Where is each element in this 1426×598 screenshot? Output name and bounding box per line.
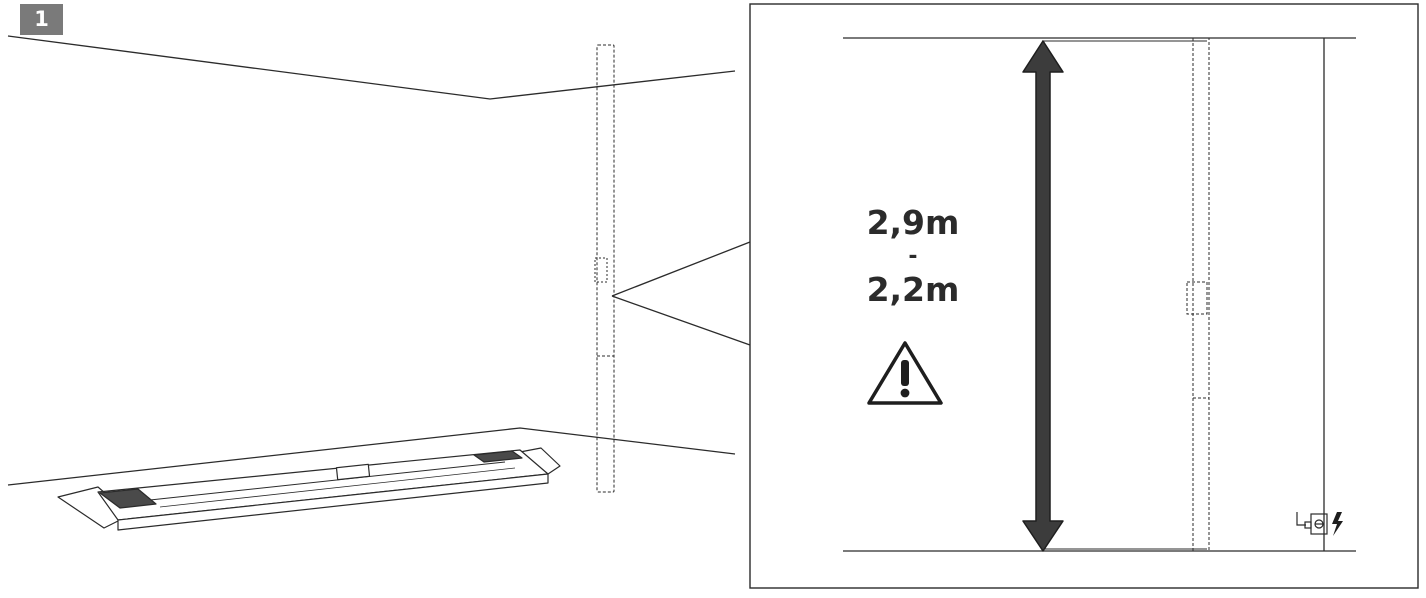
box-handle [335,463,371,481]
callout-line-bottom [611,295,751,346]
box-foam-left [99,488,157,509]
detail-scene [843,37,1356,552]
box-rail [149,461,506,501]
detail-pole-sensor [1186,281,1208,315]
height-double-arrow [1022,40,1064,552]
warning-icon [867,341,943,405]
callout-line-top [611,241,751,297]
pole-sensor [594,257,608,283]
floor-edge [7,427,736,486]
dashed-pole [596,44,615,493]
step-number-badge: 1 [20,4,63,35]
product-box [57,447,561,531]
ceiling-edge [7,35,736,100]
power-outlet-icon [1296,512,1328,535]
box-foam-right [473,450,523,463]
detail-dashed-pole [1192,37,1210,552]
box-rail-lower [159,467,516,508]
room-scene [7,35,751,493]
height-min-label: 2,2m [866,270,960,309]
lightning-icon [1332,512,1343,536]
height-max-label: 2,9m [866,203,960,242]
detail-panel [749,3,1419,589]
box-front [117,473,549,531]
height-range-separator: - [908,244,918,269]
